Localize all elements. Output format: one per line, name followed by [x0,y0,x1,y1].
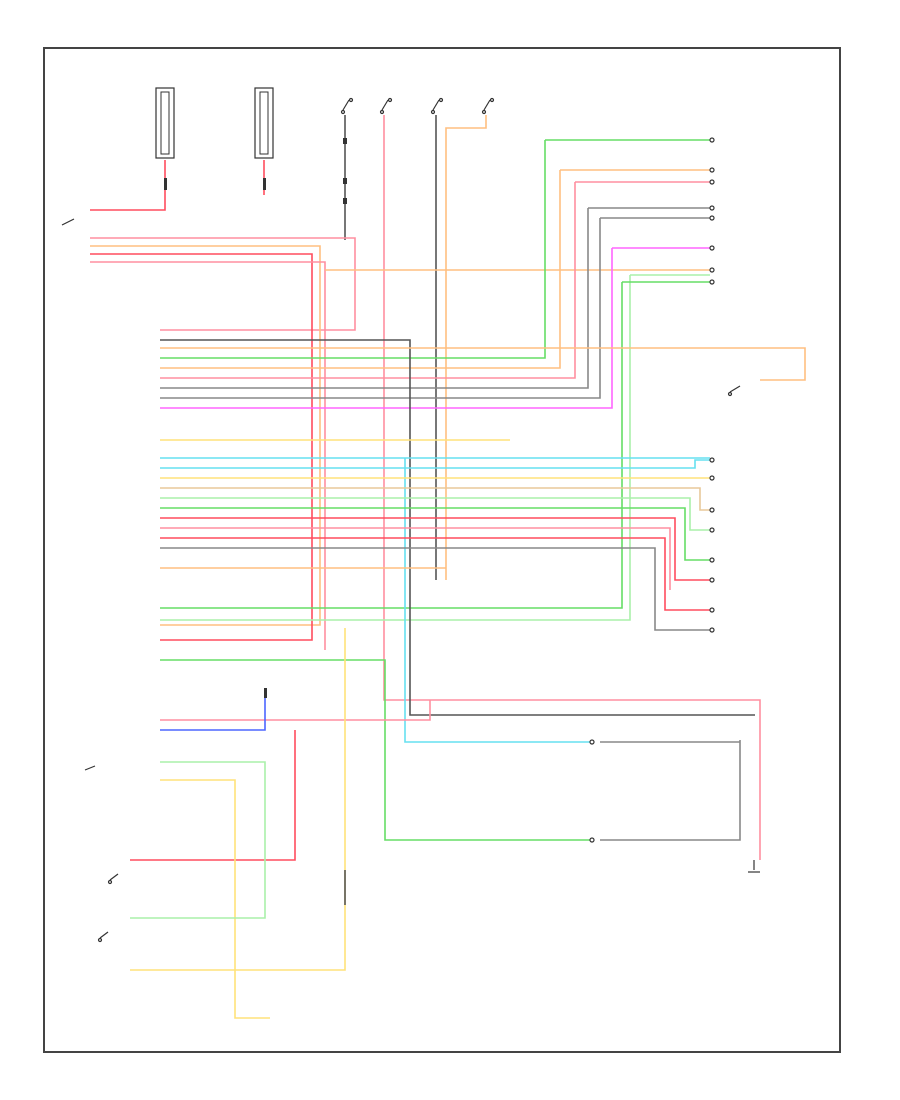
wire-orange [445,115,487,580]
wire-green [160,139,710,359]
wire-orange [160,169,710,369]
wire-yellow [130,628,346,971]
wire-gray [160,207,710,389]
wire-pink [90,261,326,650]
connector-icon [589,137,715,843]
wire-cyan [160,457,710,743]
wire-tan [160,487,710,511]
sensor-icon [254,87,274,159]
switch-icon [61,218,741,943]
wire-green [160,659,590,841]
wire-gray [160,547,710,631]
wire-red [90,160,166,211]
wire-red [160,537,710,611]
wire-pink [160,527,671,590]
wire-light-green [160,497,710,531]
wire-green [160,507,710,561]
wire-cyan [160,459,710,469]
wire-pink [160,700,431,721]
wire-orange [160,347,806,381]
wire-magenta [160,247,710,409]
connector-icon [164,138,347,698]
ground-icon [748,860,760,873]
wire-red [90,253,313,641]
wire-blue [160,690,266,731]
diagram-frame [43,47,841,1053]
wire-pink [160,181,710,379]
wire-light-green [160,274,710,621]
wire-red [160,517,710,581]
wire-pink [90,237,356,331]
wire-orange [90,245,321,626]
wire-gray [600,740,741,841]
wire-yellow [160,779,270,1019]
switch-icon [340,97,495,115]
wire-green [160,281,710,609]
wire-light-green [130,761,266,919]
sensor-icon [155,87,175,159]
wire-red [130,730,296,861]
wire-gray [160,217,710,399]
wires [90,115,806,1019]
